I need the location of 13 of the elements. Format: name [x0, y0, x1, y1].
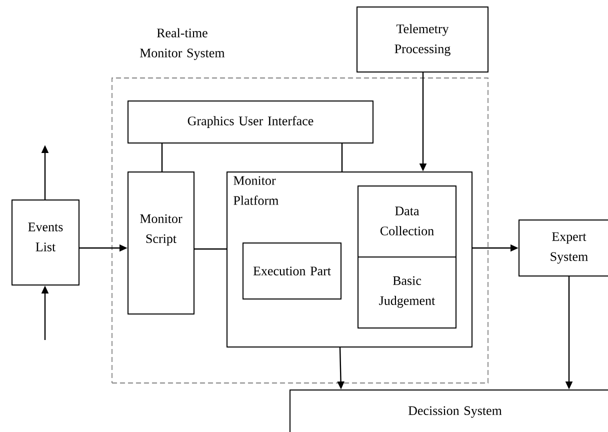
process-box: Graphics User Interface — [128, 100, 374, 144]
connector-line — [341, 144, 343, 172]
process-box: Basic Judgement — [358, 256, 456, 328]
node-label: Real-time Monitor System — [140, 28, 225, 60]
process-box: Monitor Script — [128, 172, 194, 314]
process-box: Decission System — [290, 390, 608, 432]
process-box: Data Collection — [358, 186, 456, 258]
process-box: Events List — [12, 200, 80, 286]
connector-line — [161, 144, 163, 172]
process-box: Expert System — [518, 220, 608, 276]
process-box: Execution Part — [242, 242, 342, 300]
process-box: Telemetry Processing — [356, 6, 488, 72]
connector-line — [194, 248, 226, 250]
